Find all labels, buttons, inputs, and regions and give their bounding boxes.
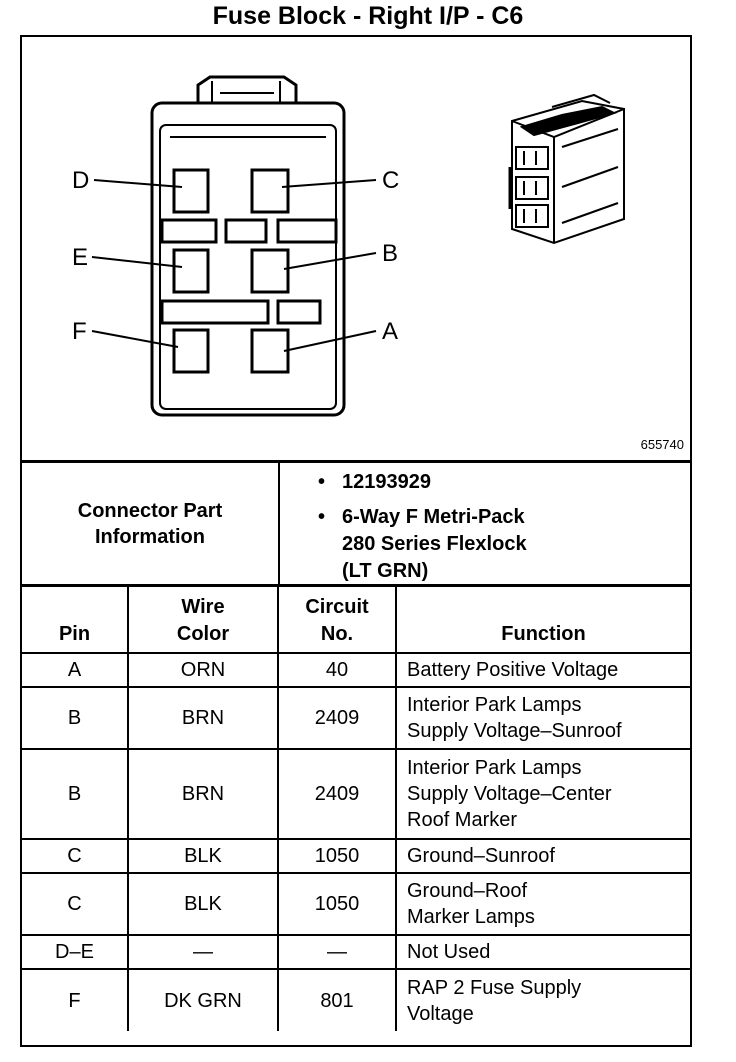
connector-description-item: • 6-Way F Metri-Pack 280 Series Flexlock…	[318, 504, 688, 585]
function-cell: Not Used	[395, 934, 690, 970]
header-wire-color-line2: Color	[176, 623, 230, 645]
connector-info-values: • 12193929 • 6-Way F Metri-Pack 280 Seri…	[318, 469, 688, 585]
bullet: •	[318, 506, 326, 528]
table-row: D–E——Not Used	[22, 934, 690, 970]
pin-cell: C	[22, 872, 129, 936]
circuit-number-cell: 1050	[277, 838, 397, 874]
cavity-a	[250, 328, 290, 374]
pin-label-d: D	[72, 167, 89, 194]
pin-label-e: E	[72, 244, 88, 271]
pin-cell: D–E	[22, 934, 129, 970]
header-circuit-line2: No.	[320, 623, 354, 645]
pin-cell: C	[22, 838, 129, 874]
pin-cell: B	[22, 686, 129, 750]
function-line: RAP 2 Fuse Supply	[407, 976, 582, 999]
page-title: Fuse Block - Right I/P - C6	[212, 2, 524, 30]
header-circuit-line1: Circuit	[305, 596, 369, 618]
function-line: Ground–Sunroof	[407, 845, 555, 867]
wire-color-cell: BLK	[127, 872, 279, 936]
pin-label-c: C	[382, 167, 399, 194]
part-number: 12193929	[342, 471, 431, 493]
function-line: Voltage	[407, 1002, 474, 1025]
figure-number: 655740	[640, 437, 684, 452]
function-line: Supply Voltage–Sunroof	[407, 720, 622, 742]
header-wire-color-line1: Wire	[181, 596, 225, 618]
connector-info-label: Connector Part Information	[22, 463, 280, 584]
connector-description-line1: 6-Way F Metri-Pack	[342, 506, 525, 528]
wire-color-cell: BRN	[127, 686, 279, 750]
terminal-cavities	[160, 168, 338, 374]
circuit-number-cell: —	[277, 934, 397, 970]
cavity-f	[172, 328, 210, 374]
circuit-number-cell: 801	[277, 968, 397, 1031]
connector-info-label-line1: Connector Part	[77, 499, 223, 522]
part-number-item: • 12193929	[318, 469, 688, 496]
circuit-number-cell: 40	[277, 652, 397, 688]
wire-color-cell: BLK	[127, 838, 279, 874]
wire-color-cell: BRN	[127, 748, 279, 840]
wire-color-cell: ORN	[127, 652, 279, 688]
connector-info-label-line2: Information	[95, 525, 205, 548]
function-line: Interior Park Lamps	[407, 757, 582, 779]
connector-sheet: D C E B F A	[20, 35, 692, 1047]
header-pin: Pin	[22, 587, 129, 654]
connector-isometric-view	[508, 93, 625, 245]
pin-cell: B	[22, 748, 129, 840]
function-line: Ground–Roof	[407, 880, 528, 902]
cavity-b	[250, 248, 290, 294]
function-line: Supply Voltage–Center	[407, 783, 612, 805]
pin-label-a: A	[382, 318, 398, 345]
header-circuit-no: Circuit No.	[277, 587, 397, 654]
connector-diagram: D C E B F A	[22, 37, 690, 463]
cavity-c	[250, 168, 290, 214]
table-header-row: Pin Wire Color Circuit No. Function	[22, 587, 690, 654]
function-cell: Battery Positive Voltage	[395, 652, 690, 688]
circuit-number-cell: 2409	[277, 686, 397, 750]
header-wire-color: Wire Color	[127, 587, 279, 654]
cavity-e	[172, 248, 210, 294]
wire-color-cell: DK GRN	[127, 968, 279, 1031]
function-line: Not Used	[407, 941, 491, 963]
function-line: Interior Park Lamps	[407, 694, 582, 716]
function-line: Roof Marker	[407, 809, 518, 831]
function-line: Battery Positive Voltage	[407, 659, 619, 681]
pin-label-f: F	[72, 318, 87, 345]
pin-cell: A	[22, 652, 129, 688]
connector-description-line3: (LT GRN)	[342, 560, 429, 582]
function-cell: Ground–Sunroof	[395, 838, 690, 874]
connector-face-drawing: D C E B F A	[72, 75, 625, 417]
header-function: Function	[395, 587, 690, 654]
cavity-d	[172, 168, 210, 214]
circuit-number-cell: 1050	[277, 872, 397, 936]
connector-description-line2: 280 Series Flexlock	[342, 533, 527, 555]
bullet: •	[318, 471, 326, 493]
circuit-number-cell: 2409	[277, 748, 397, 840]
wire-color-cell: —	[127, 934, 279, 970]
pin-cell: F	[22, 968, 129, 1031]
function-line: Marker Lamps	[407, 906, 535, 928]
pin-leader-lines	[91, 179, 377, 352]
connector-part-information: Connector Part Information • 12193929 • …	[22, 463, 690, 587]
pin-label-b: B	[382, 240, 398, 267]
